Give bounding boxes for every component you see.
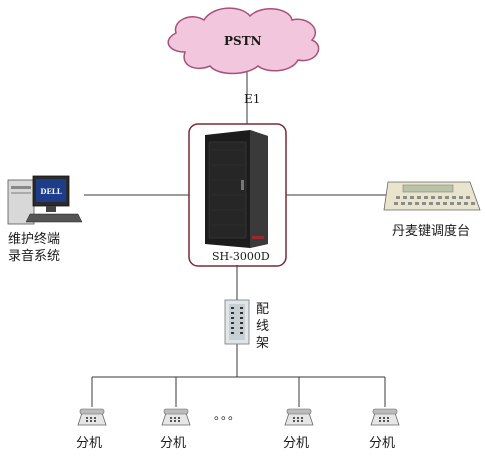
ellipsis: 。。。 (214, 408, 242, 422)
server-label: SH-3000D (212, 250, 270, 263)
server-cabinet-icon (205, 130, 268, 248)
extension-label: 分机 (369, 436, 396, 451)
phone-icon (284, 408, 314, 426)
extension-label: 分机 (76, 436, 103, 451)
extension-label: 分机 (160, 436, 187, 451)
pstn-cloud-icon (167, 7, 320, 75)
phone-icon (161, 408, 191, 426)
pstn-label: PSTN (224, 34, 262, 48)
patch-panel-label-2: 线 (256, 319, 270, 334)
dispatch-console-icon (383, 181, 481, 211)
maintenance-computer-icon: DELL (7, 175, 83, 225)
left-device-label-line1: 维护终端 (8, 232, 61, 247)
phone-icon (370, 408, 400, 426)
svg-text:DELL: DELL (40, 187, 61, 196)
right-device-label: 丹麦键调度台 (392, 224, 471, 239)
server-frame (188, 123, 287, 267)
phone-icon (77, 408, 107, 426)
patch-panel-label-1: 配 (256, 302, 270, 317)
patch-panel-label-3: 架 (256, 336, 270, 351)
left-device-label-line2: 录音系统 (8, 249, 61, 264)
e1-label: E1 (244, 92, 261, 106)
extension-label: 分机 (283, 436, 310, 451)
patch-panel-icon (224, 299, 250, 345)
